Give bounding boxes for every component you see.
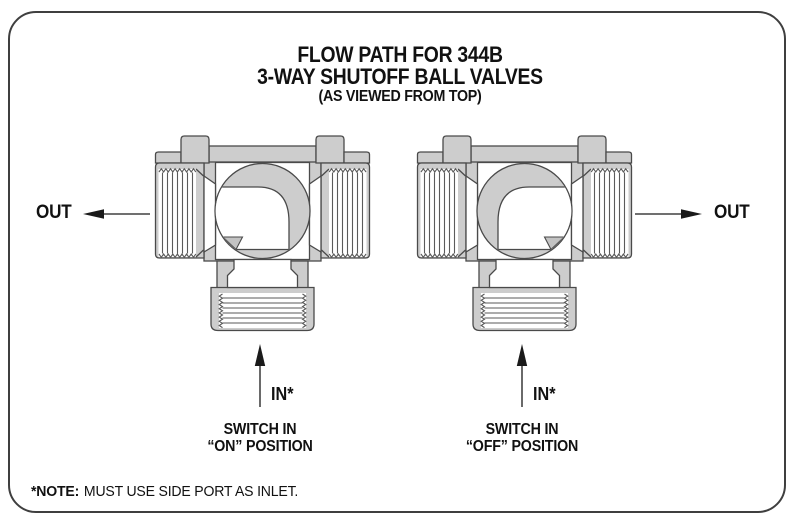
valve-on-diagram (154, 135, 371, 332)
title-line-2: 3-WAY SHUTOFF BALL VALVES (257, 64, 543, 89)
in-label-left: IN* (271, 384, 294, 404)
valve-on-caption-line1: SWITCH IN (223, 421, 297, 438)
footnote-prefix: *NOTE: (31, 484, 80, 500)
valve-on-caption: SWITCH IN “ON” POSITION (163, 421, 356, 455)
footnote-text: MUST USE SIDE PORT AS INLET. (83, 484, 299, 500)
in-arrow-right-icon (516, 344, 528, 407)
out-label-left: OUT (36, 202, 72, 223)
footnote: *NOTE:MUST USE SIDE PORT AS INLET. (31, 484, 298, 500)
out-arrow-left-icon (83, 209, 150, 219)
valve-off-caption-line2: “OFF” POSITION (465, 437, 579, 455)
valve-off-caption: SWITCH IN “OFF” POSITION (425, 421, 618, 455)
title-line-1: FLOW PATH FOR 344B (297, 42, 503, 67)
in-arrow-left-icon (254, 344, 266, 407)
in-label-right: IN* (533, 384, 556, 404)
title-line-3: (AS VIEWED FROM TOP) (318, 88, 482, 105)
valve-off-caption-line1: SWITCH IN (485, 421, 559, 438)
valve-on-caption-line2: “ON” POSITION (207, 437, 313, 455)
page-border (8, 11, 786, 513)
valve-off-diagram (416, 135, 633, 332)
out-arrow-right-icon (635, 209, 702, 219)
out-label-right: OUT (714, 202, 750, 223)
